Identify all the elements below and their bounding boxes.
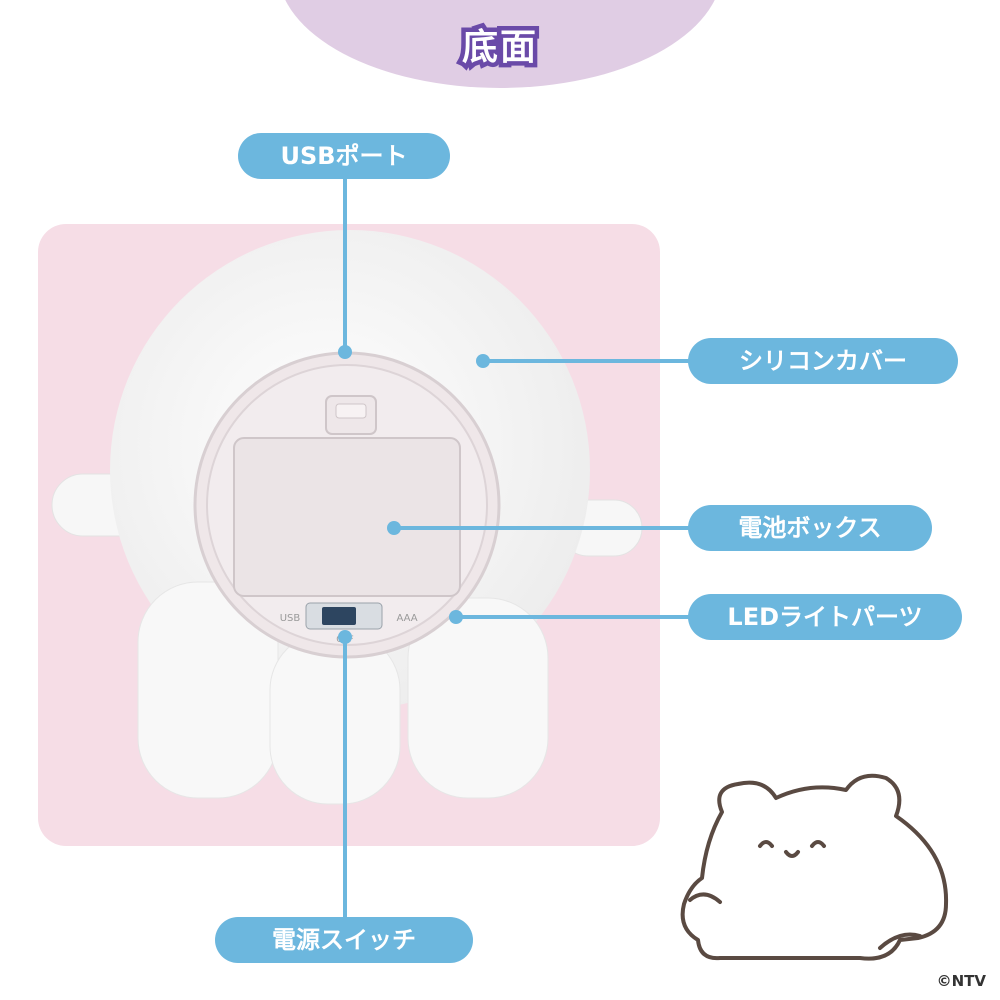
switch-label-aaa: AAA — [396, 613, 417, 624]
right-leg — [407, 597, 549, 799]
power-switch-callout: 電源スイッチ — [215, 917, 473, 963]
silicone-cover-callout: シリコンカバー — [688, 338, 958, 384]
switch-label-usb: USB — [280, 613, 301, 624]
silicone-cover-leader-line — [484, 359, 690, 363]
usb-port-marker — [338, 345, 352, 359]
usb-port-leader-line — [343, 179, 347, 351]
mascot-character — [680, 773, 949, 961]
power-switch-knob — [322, 607, 356, 625]
copyright-text: ©NTV — [936, 972, 986, 990]
battery-box-callout: 電池ボックス — [688, 505, 932, 551]
battery-box-marker — [387, 521, 401, 535]
battery-box-leader-line — [394, 526, 690, 530]
led-light-parts-callout: LEDライトパーツ — [688, 594, 962, 640]
led-light-parts-marker — [449, 610, 463, 624]
usb-port-callout: USBポート — [238, 133, 450, 179]
page-title: 底面 — [457, 23, 540, 73]
led-light-parts-leader-line — [456, 615, 690, 619]
power-switch-leader-line — [343, 636, 347, 920]
silicone-cover-marker — [476, 354, 490, 368]
power-switch-marker — [338, 630, 352, 644]
battery-cover — [233, 437, 461, 597]
